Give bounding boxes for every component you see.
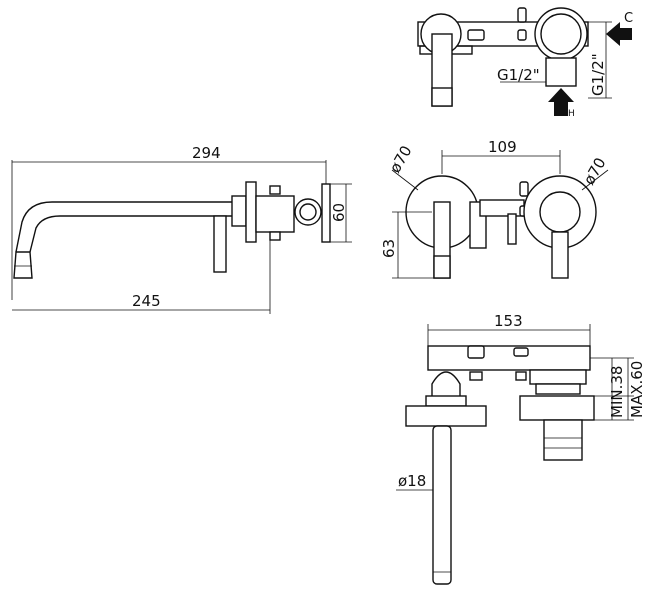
dia-right-label: ø70 <box>580 155 610 188</box>
front-height-label: 63 <box>380 239 398 258</box>
section-view: 153 MIN.38 MAX.60 ø18 <box>396 312 646 585</box>
c-label: C <box>624 11 633 26</box>
top-view: G1/2" G1/2" C H <box>417 7 633 119</box>
h-label: H <box>568 109 575 119</box>
min-label: MIN.38 <box>608 366 626 418</box>
g-left-label: G1/2" <box>497 66 540 84</box>
side-view: 294 60 245 <box>11 144 352 314</box>
spout-length-label: 245 <box>132 292 161 310</box>
overall-length-label: 294 <box>192 144 221 162</box>
hot-inlet-arrow-icon <box>548 88 574 116</box>
g-right-label: G1/2" <box>589 53 607 96</box>
cold-inlet-arrow-icon <box>606 22 632 46</box>
spout-dia-label: ø18 <box>398 472 426 490</box>
max-label: MAX.60 <box>628 361 646 418</box>
dia-left-label: ø70 <box>386 143 416 176</box>
section-width-label: 153 <box>494 312 523 330</box>
centers-label: 109 <box>488 138 517 156</box>
side-height-label: 60 <box>330 203 348 222</box>
front-view: 109 ø70 ø70 63 <box>380 138 610 279</box>
